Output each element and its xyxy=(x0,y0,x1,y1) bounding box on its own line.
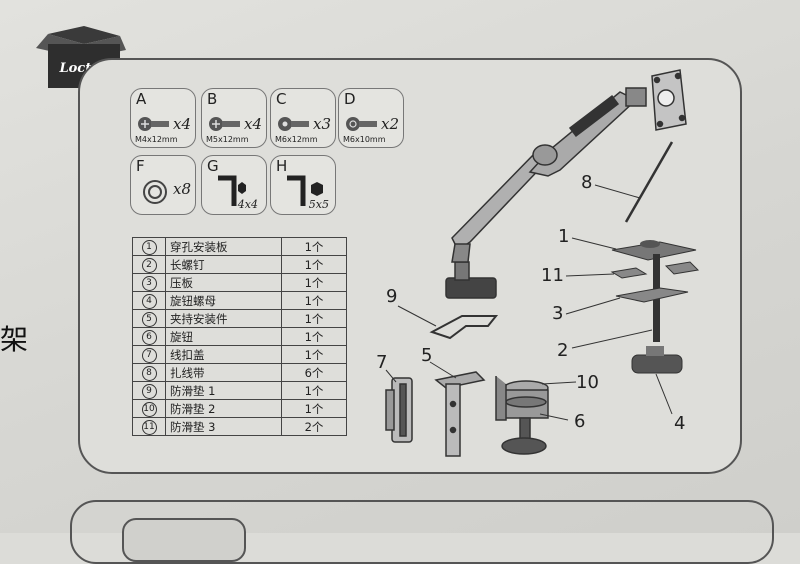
part-number: 6 xyxy=(141,330,157,345)
callout-3: 3 xyxy=(552,303,564,324)
washer-icon xyxy=(143,180,167,204)
hardware-item-g: G 4x4 xyxy=(201,155,267,215)
side-chinese-char: 架 xyxy=(0,323,29,356)
hardware-qty: x8 xyxy=(172,180,191,198)
hardware-spec: M4x12mm xyxy=(135,135,178,144)
clamp-bracket xyxy=(434,371,486,457)
clamp-knob xyxy=(495,376,549,455)
hardware-item-f: F x8 xyxy=(130,155,196,215)
hardware-qty: x4 xyxy=(243,115,262,133)
callout-4: 4 xyxy=(674,413,686,434)
hardware-item-h: H 5x5 xyxy=(270,155,336,215)
hardware-letter: G xyxy=(207,157,219,175)
part-qty: 1个 xyxy=(281,273,347,292)
part-number: 9 xyxy=(141,384,157,399)
callout-6: 6 xyxy=(574,411,586,432)
callout-10: 10 xyxy=(576,372,599,393)
cable-tie xyxy=(624,141,674,223)
pad-11b xyxy=(664,261,700,275)
part-number: 3 xyxy=(141,276,157,291)
hardware-qty: 5x5 xyxy=(308,198,329,211)
part-number: 2 xyxy=(141,258,157,273)
callout-7: 7 xyxy=(376,352,388,373)
pressure-plate xyxy=(615,287,689,303)
hardware-letter: H xyxy=(276,157,288,175)
callout-11: 11 xyxy=(541,265,564,286)
part-number: 1 xyxy=(141,240,157,255)
part-qty: 2个 xyxy=(281,417,347,436)
hex-key-icon xyxy=(287,175,323,206)
hardware-spec: M6x10mm xyxy=(343,135,386,144)
screw-icon xyxy=(346,117,377,131)
part-number: 7 xyxy=(141,348,157,363)
screw-icon xyxy=(138,117,169,131)
hardware-letter: C xyxy=(276,90,287,108)
hardware-letter: A xyxy=(136,90,147,108)
hardware-qty: x4 xyxy=(172,115,191,133)
assembly-diagram xyxy=(385,69,700,457)
knob-nut xyxy=(631,354,683,374)
part-name: 线扣盖 xyxy=(165,345,282,364)
hex-key-icon xyxy=(218,175,246,206)
screw-icon xyxy=(209,117,240,131)
hardware-item-d: D x2 M6x10mm xyxy=(338,88,404,148)
hardware-qty: 4x4 xyxy=(237,198,258,211)
screw-icon xyxy=(278,117,309,131)
part-number: 10 xyxy=(141,402,157,417)
part-number: 5 xyxy=(141,312,157,327)
hardware-qty: x3 xyxy=(312,115,331,133)
part-qty: 1个 xyxy=(281,345,347,364)
hardware-item-c: C x3 M6x12mm xyxy=(270,88,336,148)
part-number: 11 xyxy=(141,420,157,435)
cable-clip xyxy=(385,377,413,443)
hardware-item-b: B x4 M5x12mm xyxy=(201,88,267,148)
part-name: 防滑垫 3 xyxy=(165,417,282,436)
hardware-letter: B xyxy=(207,90,218,108)
monitor-arm-illustration xyxy=(445,69,687,299)
callout-5: 5 xyxy=(421,345,433,366)
hardware-qty: x2 xyxy=(380,115,399,133)
callout-9: 9 xyxy=(386,286,398,307)
part-qty: 1个 xyxy=(281,309,347,328)
callout-2: 2 xyxy=(557,340,569,361)
pad-11a xyxy=(610,267,648,279)
hardware-spec: M6x12mm xyxy=(275,135,318,144)
part-name: 防滑垫 1 xyxy=(165,381,282,400)
hardware-letter: F xyxy=(136,157,145,175)
pad-9 xyxy=(429,315,499,340)
part-number: 8 xyxy=(141,366,157,381)
part-number: 4 xyxy=(141,294,157,309)
hardware-letter: D xyxy=(344,90,356,108)
callout-8: 8 xyxy=(581,172,593,193)
callout-1: 1 xyxy=(558,226,570,247)
hardware-item-a: A x4 M4x12mm xyxy=(130,88,196,148)
hardware-spec: M5x12mm xyxy=(206,135,249,144)
